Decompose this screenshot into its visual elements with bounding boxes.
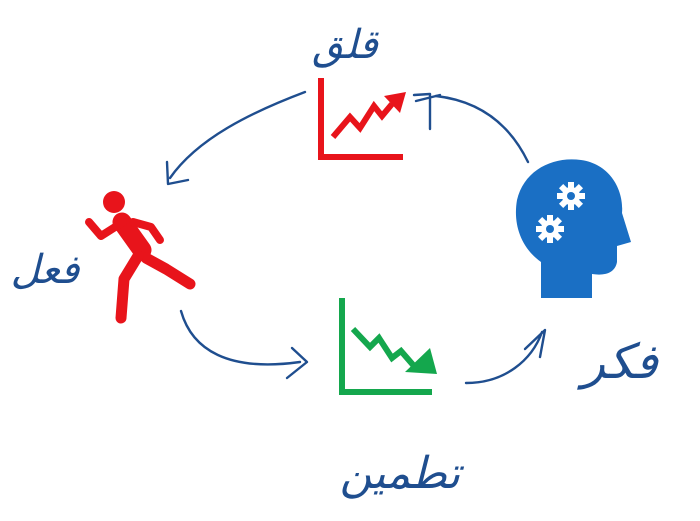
label-falling: تطمين	[340, 448, 465, 499]
chart-trending-down-icon	[339, 298, 437, 395]
arrow-action-to-falling	[179, 309, 309, 380]
head-gears-icon	[515, 159, 631, 298]
chart-trending-up-icon	[318, 78, 406, 160]
label-thinking: فكر	[577, 334, 659, 390]
label-rising: قلق	[312, 22, 380, 68]
running-person-icon	[85, 191, 196, 324]
arrow-falling-to-thinking	[464, 328, 547, 385]
arrow-rising-to-action	[165, 90, 307, 186]
label-action: فعل	[11, 247, 81, 293]
arrow-thinking-to-rising	[412, 92, 530, 164]
